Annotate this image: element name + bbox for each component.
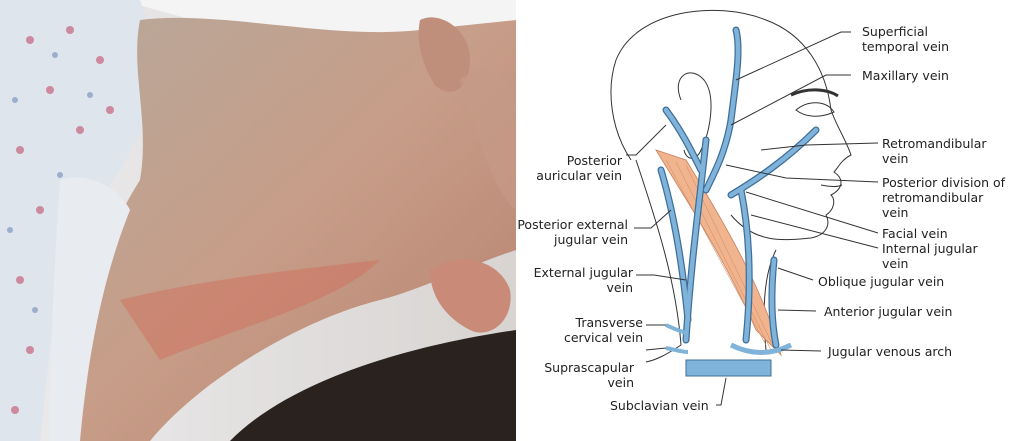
label-anterior-jugular-vein: Anterior jugular vein: [824, 304, 952, 319]
label-suprascapular-vein: Suprascapular vein: [540, 360, 634, 390]
sternocleidomastoid-muscle: [656, 150, 781, 355]
label-posterior-division-retromandibular: Posterior division of retromandibular ve…: [882, 175, 1005, 220]
label-oblique-jugular-vein: Oblique jugular vein: [818, 274, 944, 289]
label-posterior-auricular-vein: Posterior auricular vein: [520, 153, 622, 183]
label-jugular-venous-arch: Jugular venous arch: [828, 344, 952, 359]
suprascapular-vein: [666, 348, 688, 352]
neck-photo: [0, 0, 516, 441]
label-internal-jugular-vein: Internal jugular vein: [882, 241, 978, 271]
label-facial-vein: Facial vein: [882, 226, 948, 241]
eye-outline: [796, 103, 834, 117]
label-posterior-external-jugular-vein: Posterior external jugular vein: [516, 217, 628, 247]
label-transverse-cervical-vein: Transverse cervical vein: [555, 315, 643, 345]
label-external-jugular-vein: External jugular vein: [520, 265, 633, 295]
label-retromandibular-vein: Retromandibular vein: [882, 136, 987, 166]
label-superficial-temporal-vein: Superficial temporal vein: [862, 24, 949, 54]
label-maxillary-vein: Maxillary vein: [862, 68, 949, 83]
subclavian-vein: [686, 360, 771, 376]
label-subclavian-vein: Subclavian vein: [610, 398, 709, 413]
jugular-venous-arch: [731, 345, 791, 353]
